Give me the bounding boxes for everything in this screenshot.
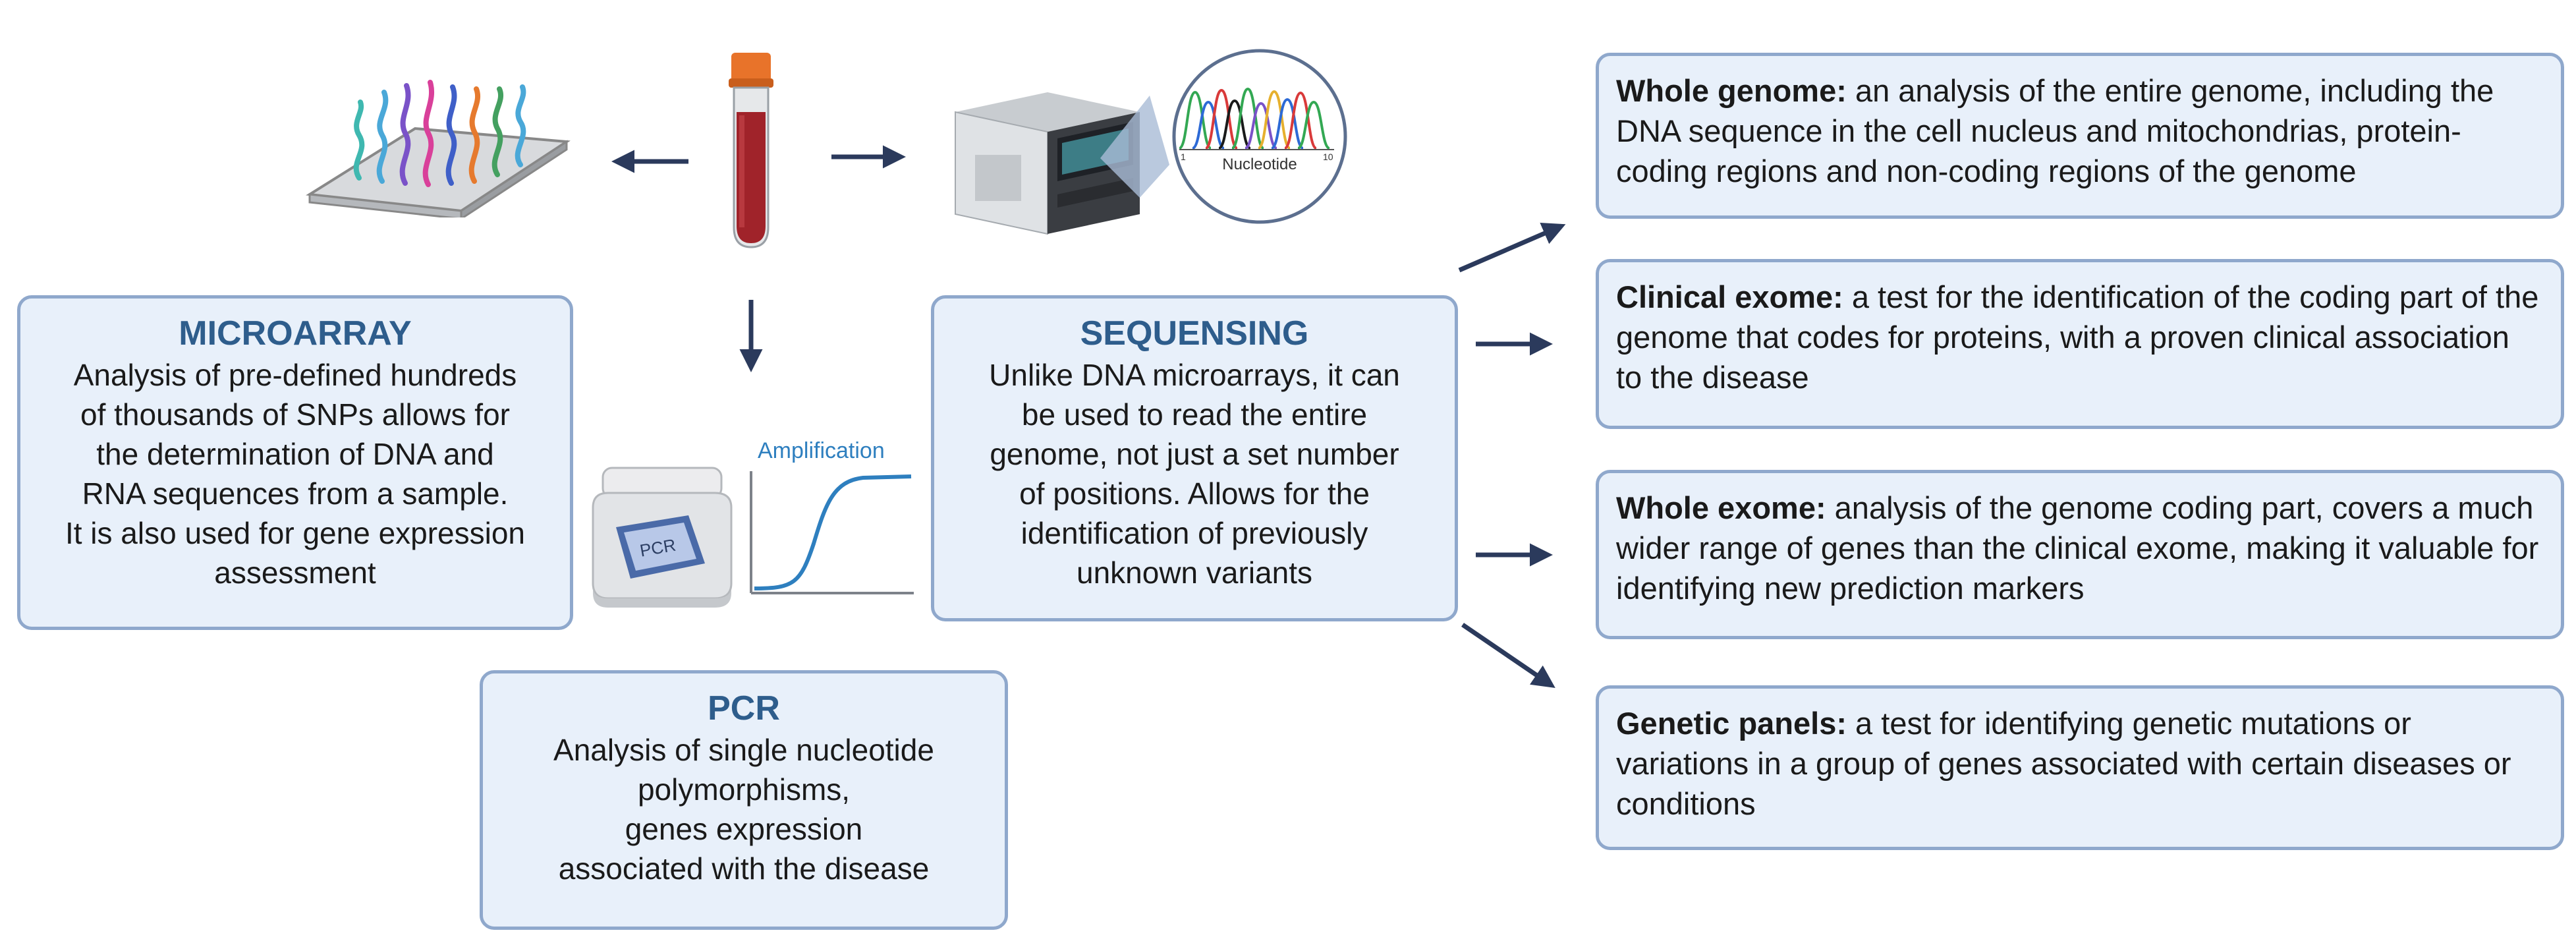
whole-genome-box: Whole genome: an analysis of the entire … bbox=[1596, 53, 2564, 219]
microarray-title: MICROARRAY bbox=[179, 314, 412, 353]
nucleotide-chromatogram: 1 10 Nucleotide bbox=[1100, 49, 1347, 224]
microarray-line: of thousands of SNPs allows for bbox=[80, 397, 510, 432]
microarray-box: MICROARRAY Analysis of pre-defined hundr… bbox=[17, 295, 573, 630]
microarray-line: the determination of DNA and bbox=[96, 437, 494, 471]
sequencing-line: genome, not just a set number bbox=[990, 437, 1399, 471]
whole-genome-description: an analysis of the entire genome, includ… bbox=[1616, 73, 2494, 188]
microarray-description: Analysis of pre-defined hundreds of thou… bbox=[65, 355, 525, 592]
amplification-label: Amplification bbox=[758, 438, 885, 463]
sequencing-line: of positions. Allows for the bbox=[1019, 476, 1370, 511]
amplification-chart: Amplification bbox=[750, 438, 914, 594]
pcr-machine-illustration: PCR bbox=[592, 467, 733, 608]
arrow-to-genetic-panels bbox=[1461, 623, 1555, 688]
sequencing-description: Unlike DNA microarrays, it can be used t… bbox=[989, 355, 1400, 592]
sequencing-line: Unlike DNA microarrays, it can bbox=[989, 358, 1400, 392]
nucleotide-axis-end: 10 bbox=[1323, 152, 1333, 162]
whole-exome-term: Whole exome: bbox=[1616, 490, 1826, 525]
whole-exome-description: analysis of the genome coding part, cove… bbox=[1616, 490, 2539, 606]
whole-exome-box: Whole exome: analysis of the genome codi… bbox=[1596, 470, 2564, 639]
microarray-line: Analysis of pre-defined hundreds bbox=[73, 358, 517, 392]
nucleotide-label: Nucleotide bbox=[1222, 156, 1297, 173]
pcr-line: genes expression bbox=[625, 812, 863, 846]
pcr-description: Analysis of single nucleotide polymorphi… bbox=[553, 730, 934, 888]
sequencing-box: SEQUENSING Unlike DNA microarrays, it ca… bbox=[931, 295, 1458, 621]
sequencing-title: SEQUENSING bbox=[1080, 314, 1309, 353]
pcr-box: PCR Analysis of single nucleotide polymo… bbox=[480, 670, 1008, 930]
genetic-panels-description: a test for identifying genetic mutations… bbox=[1616, 706, 2511, 821]
clinical-exome-term: Clinical exome: bbox=[1616, 279, 1843, 314]
genetic-panels-box: Genetic panels: a test for identifying g… bbox=[1596, 685, 2564, 850]
clinical-exome-description: a test for the identification of the cod… bbox=[1616, 279, 2539, 395]
blood-tube-illustration bbox=[729, 53, 773, 248]
sequencing-line: be used to read the entire bbox=[1021, 397, 1368, 432]
clinical-exome-box: Clinical exome: a test for the identific… bbox=[1596, 259, 2564, 429]
genetic-panels-term: Genetic panels: bbox=[1616, 706, 1847, 741]
pcr-line: associated with the disease bbox=[558, 851, 930, 886]
microarray-line: RNA sequences from a sample. bbox=[82, 476, 509, 511]
microarray-line: assessment bbox=[214, 556, 376, 590]
whole-genome-term: Whole genome: bbox=[1616, 73, 1847, 108]
microarray-line: It is also used for gene expression bbox=[65, 516, 526, 550]
pcr-line: Analysis of single nucleotide bbox=[553, 733, 934, 767]
nucleotide-axis-start: 1 bbox=[1181, 152, 1186, 162]
microarray-chip-illustration bbox=[306, 80, 571, 217]
sequencing-line: unknown variants bbox=[1077, 556, 1312, 590]
sequencing-line: identification of previously bbox=[1021, 516, 1368, 550]
arrow-to-whole-genome bbox=[1458, 223, 1566, 273]
pcr-title: PCR bbox=[708, 689, 780, 728]
pcr-line: polymorphisms, bbox=[637, 772, 851, 807]
